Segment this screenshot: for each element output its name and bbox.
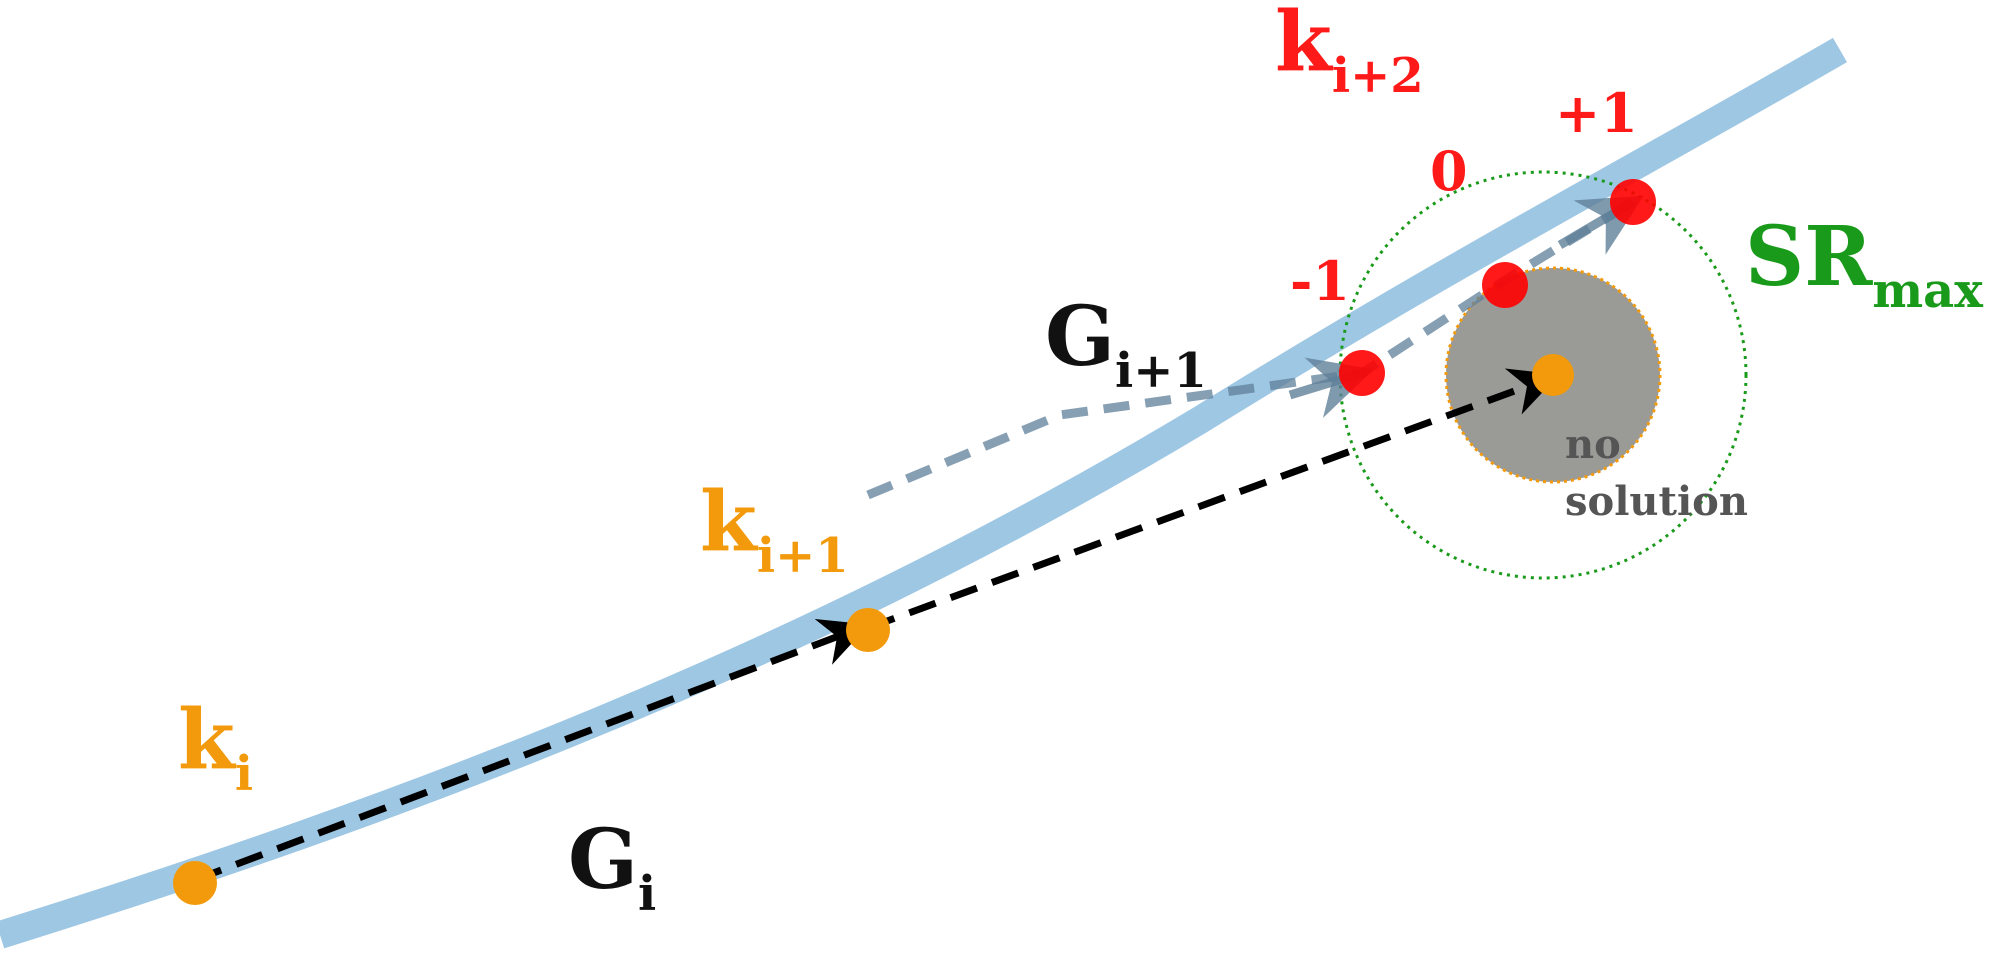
label-k-i-base: k — [178, 692, 237, 788]
label-sr-max-base: SR — [1745, 209, 1873, 305]
candidate-minus-one — [1339, 350, 1385, 396]
road-band — [0, 37, 1848, 949]
keypoint-k-i — [173, 861, 217, 905]
label-no-solution-line1: no — [1565, 421, 1621, 468]
label-k-i2-sub: i+2 — [1332, 48, 1424, 104]
label-sr-max-sub: max — [1872, 263, 1983, 319]
candidate-zero — [1482, 262, 1528, 308]
label-g-i: Gi — [568, 812, 656, 922]
label-k-i2: ki+2 — [1275, 0, 1424, 104]
label-offset-plus-one: +1 — [1555, 81, 1638, 145]
label-g-i-sub: i — [638, 866, 656, 922]
label-k-i1-sub: i+1 — [757, 528, 849, 584]
keypoint-k-i1 — [846, 608, 890, 652]
label-g-i1-sub: i+1 — [1115, 343, 1207, 399]
label-k-i1: ki+1 — [700, 474, 849, 584]
projected-point — [1532, 354, 1574, 396]
label-no-solution-line2: solution — [1565, 478, 1748, 525]
search-radius-circle — [1338, 170, 1748, 580]
label-g-i1: Gi+1 — [1045, 289, 1207, 399]
vector-k-i1-to-projection — [866, 368, 1560, 632]
label-g-i-base: G — [568, 812, 638, 908]
label-k-i2-base: k — [1275, 0, 1334, 90]
label-k-i1-base: k — [700, 474, 759, 570]
label-offset-minus-one: -1 — [1290, 249, 1350, 313]
label-k-i-sub: i — [235, 746, 253, 802]
label-offset-zero: 0 — [1430, 139, 1468, 203]
label-g-i1-base: G — [1045, 289, 1115, 385]
vector-k-i-to-k-i1 — [193, 618, 870, 884]
candidate-plus-one — [1610, 179, 1656, 225]
label-sr-max: SRmax — [1745, 209, 1983, 319]
label-k-i: ki — [178, 692, 253, 802]
